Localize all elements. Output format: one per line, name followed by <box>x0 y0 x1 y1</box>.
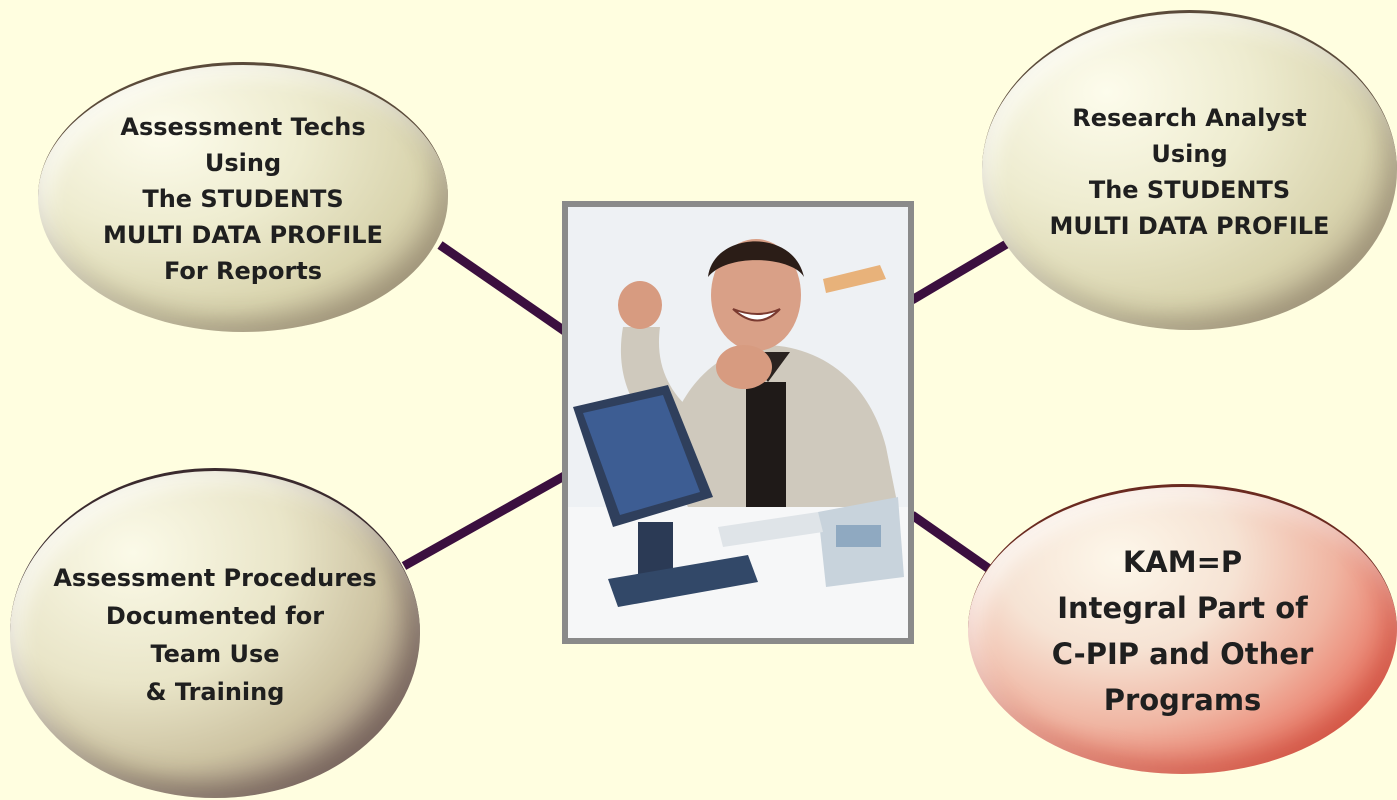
node-assessment-techs: Assessment Techs Using The STUDENTS MULT… <box>38 62 448 332</box>
node-research-analyst: Research Analyst Using The STUDENTS MULT… <box>982 10 1397 330</box>
man-celebrating-at-computer-photo <box>568 207 908 638</box>
photo-illustration <box>568 207 908 638</box>
node-kam-p: KAM=P Integral Part of C-PIP and Other P… <box>968 484 1397 774</box>
connector-bottom-right <box>909 511 998 577</box>
node-kam-p-label: KAM=P Integral Part of C-PIP and Other P… <box>1051 544 1314 717</box>
node-assessment-procedures: Assessment Procedures Documented for Tea… <box>10 468 420 798</box>
connector-top-right <box>909 238 1013 304</box>
node-assessment-procedures-label: Assessment Procedures Documented for Tea… <box>53 563 377 706</box>
center-photo-frame <box>562 201 914 644</box>
node-research-analyst-label: Research Analyst Using The STUDENTS MULT… <box>1049 103 1330 240</box>
connector-bottom-left <box>401 471 569 570</box>
connector-top-left <box>437 241 569 336</box>
node-assessment-techs-label: Assessment Techs Using The STUDENTS MULT… <box>103 112 383 285</box>
